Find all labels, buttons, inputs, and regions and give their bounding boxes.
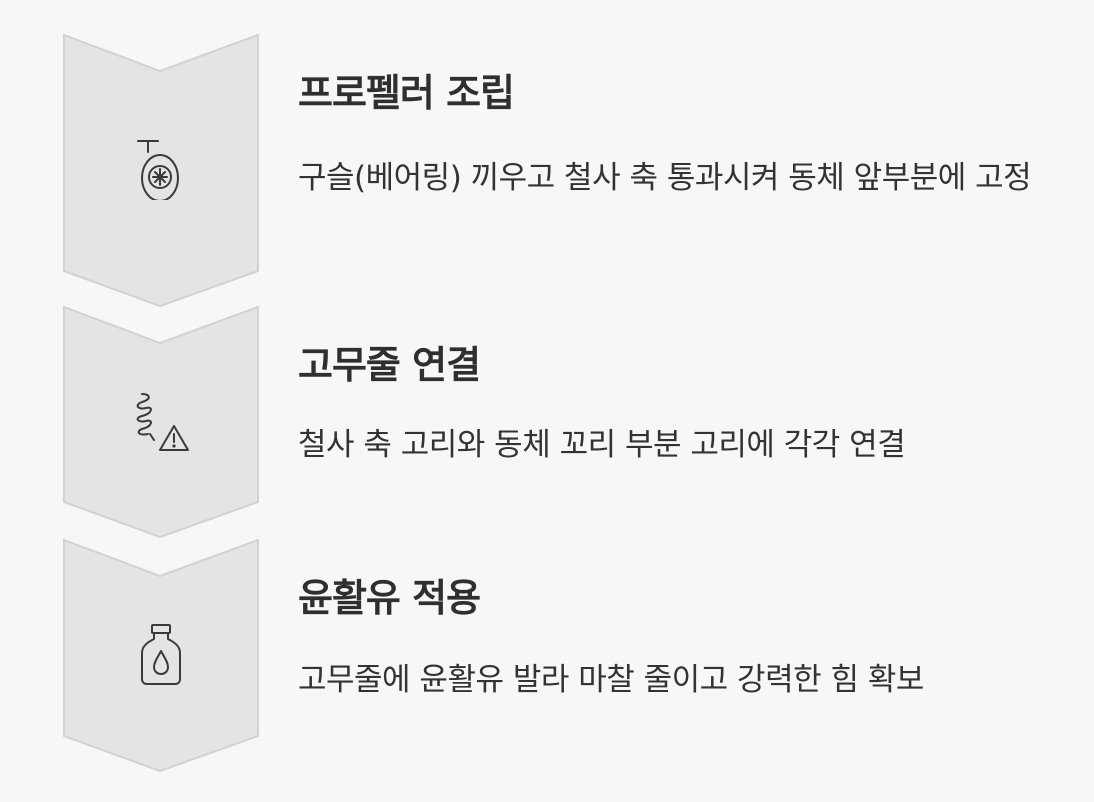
step-3-description: 고무줄에 윤활유 발라 마찰 줄이고 강력한 힘 확보 — [298, 662, 924, 698]
rubber-band-warning-icon — [136, 393, 189, 451]
oil-bottle-icon — [141, 624, 181, 685]
step-2-title: 고무줄 연결 — [298, 343, 481, 387]
step-1-description: 구슬(베어링) 끼우고 철사 축 통과시켜 동체 앞부분에 고정 — [298, 160, 1032, 196]
step-3-title: 윤활유 적용 — [298, 576, 481, 620]
step-3-chevron-arrow — [63, 538, 259, 773]
step-1-title: 프로펠러 조립 — [298, 71, 515, 115]
step-2-chevron-arrow — [63, 305, 259, 539]
step-2-description: 철사 축 고리와 동체 꼬리 부분 고리에 각각 연결 — [298, 427, 906, 463]
propeller-icon — [137, 140, 179, 200]
